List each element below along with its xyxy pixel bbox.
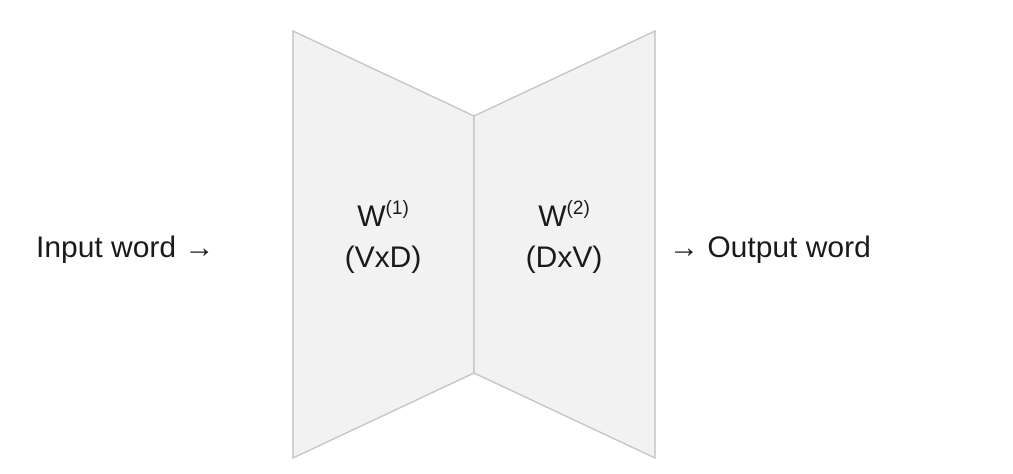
decoder-matrix-panel [473, 29, 656, 460]
encoder-matrix-shape: (VxD) [345, 241, 422, 274]
decoder-matrix-name: W(2) [538, 198, 590, 233]
encoder-matrix-name: W(1) [357, 198, 409, 233]
input-word-label: Input word → [36, 231, 214, 264]
decoder-matrix-shape: (DxV) [526, 241, 603, 274]
encoder-matrix-superscript: (1) [386, 198, 409, 219]
decoder-matrix-superscript: (2) [567, 198, 590, 219]
decoder-matrix-symbol: W [538, 200, 567, 233]
output-word-label: → Output word [669, 231, 871, 264]
encoder-matrix-symbol: W [357, 200, 386, 233]
